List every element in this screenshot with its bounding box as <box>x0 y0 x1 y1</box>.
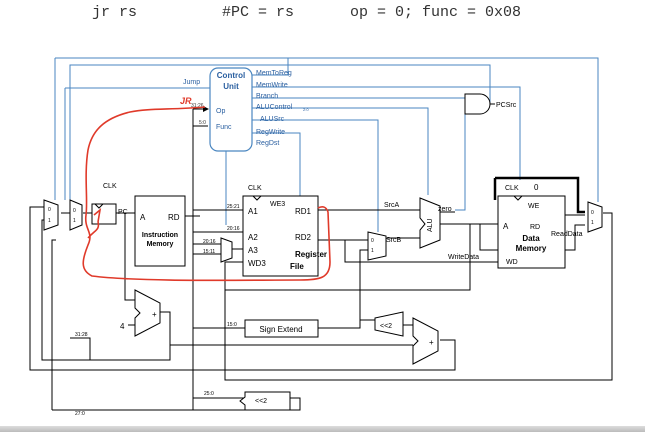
out-memwrite: MemWrite <box>256 82 288 89</box>
bits-20-16-b: 20:16 <box>203 239 216 245</box>
heading-comment: #PC = rs <box>222 4 295 21</box>
rf-a3: A3 <box>248 246 258 255</box>
control-func-label: Func <box>216 124 232 131</box>
pc-mux-2 <box>69 199 83 231</box>
branch-adder <box>412 317 439 365</box>
pc-label: PC <box>118 209 128 216</box>
dm-rd: RD <box>530 224 540 231</box>
mem-mux-1: 1 <box>591 220 594 226</box>
sign-extend-label: Sign Extend <box>259 325 302 334</box>
pc-mux2-1: 1 <box>73 218 76 224</box>
pc-mux1-1: 1 <box>48 218 51 224</box>
out-alucontrol: ALUControl <box>256 104 293 111</box>
rf-rd1: RD1 <box>295 207 312 216</box>
regdst-mux <box>220 237 233 263</box>
shift2b-label: <<2 <box>255 398 267 405</box>
srcb-label: SrcB <box>386 237 402 244</box>
register-file <box>242 195 319 277</box>
jump-label: Jump <box>183 79 200 86</box>
srca-label: SrcA <box>384 202 400 209</box>
pcsrc-label: PCSrc <box>496 102 517 109</box>
bits-15-0: 15:0 <box>227 322 237 328</box>
dm-a: A <box>503 222 509 231</box>
bits-25-0: 25:0 <box>204 391 214 397</box>
shift-left-branch <box>374 311 404 337</box>
zero-label: zero <box>438 206 452 213</box>
srcb-mux-0: 0 <box>371 238 374 244</box>
four-label: 4 <box>120 322 125 331</box>
rf-title1: Register <box>295 250 327 259</box>
dm-wd: WD <box>506 259 518 266</box>
heading-fields: op = 0; func = 0x08 <box>350 4 522 21</box>
srcb-mux-1: 1 <box>371 248 374 254</box>
adder1-plus: + <box>152 310 157 319</box>
pc-mux-1 <box>43 199 59 231</box>
op-bits-label: 31:26 <box>191 103 204 109</box>
bits-27-0: 27:0 <box>75 411 85 417</box>
pc-mux2-0: 0 <box>73 208 76 214</box>
sign-extend <box>244 319 319 338</box>
imem-a: A <box>140 213 146 222</box>
adder2-plus: + <box>429 338 434 347</box>
imem-rd: RD <box>168 213 180 222</box>
rf-wd3: WD3 <box>248 259 266 268</box>
alu-label: ALU <box>427 218 434 232</box>
srcb-mux <box>367 231 387 261</box>
out-alusrc: ALUSrc <box>260 116 285 123</box>
rf-we3: WE3 <box>270 201 285 208</box>
rf-title2: File <box>290 262 304 271</box>
control-unit-title1: Control <box>217 71 245 80</box>
bits-31-28: 31:28 <box>75 332 88 338</box>
dm-memwrite-0: 0 <box>534 183 539 192</box>
instruction-memory <box>134 195 186 267</box>
bits-25-21: 25:21 <box>227 204 240 210</box>
pc-clk-label: CLK <box>103 183 117 190</box>
writedata-label: WriteData <box>448 254 479 261</box>
jr-annotation-path <box>82 106 331 282</box>
rf-a1: A1 <box>248 207 258 216</box>
dm-clk-label: CLK <box>505 185 519 192</box>
alu <box>419 197 441 249</box>
datapath-wires <box>29 106 613 411</box>
dm-we: WE <box>528 203 540 210</box>
imem-title2: Memory <box>147 241 174 248</box>
control-unit-title2: Unit <box>223 82 239 91</box>
dm-title2: Memory <box>516 244 547 253</box>
and-gate <box>464 93 491 115</box>
control-op-label: Op <box>216 108 225 115</box>
shift-left-jump <box>239 391 291 411</box>
func-bits-label: 5:0 <box>199 120 206 126</box>
out-regdst: RegDst <box>256 140 279 147</box>
data-memory <box>497 195 566 269</box>
memtoreg-mux <box>587 201 603 233</box>
out-branch: Branch <box>256 93 278 100</box>
control-outputs: MemToReg MemWrite Branch ALUControl 2:0 … <box>256 70 309 147</box>
control-unit <box>209 67 253 152</box>
jr-note: JR <box>180 96 192 106</box>
out-alucontrol-bits: 2:0 <box>303 107 309 112</box>
heading-instruction: jr rs <box>92 4 138 21</box>
imem-title1: Instruction <box>142 232 178 239</box>
out-regwrite: RegWrite <box>256 129 285 136</box>
pc-mux1-0: 0 <box>48 207 51 213</box>
thick-wires <box>493 176 585 214</box>
bits-15-11: 15:11 <box>203 249 215 255</box>
rf-clk-label: CLK <box>248 185 262 192</box>
shift2a-label: <<2 <box>380 323 392 330</box>
out-memtoreg: MemToReg <box>256 70 292 77</box>
pc-plus4-adder <box>134 289 161 337</box>
rf-a2: A2 <box>248 233 258 242</box>
rf-rd2: RD2 <box>295 233 312 242</box>
mem-mux-0: 0 <box>591 210 594 216</box>
dm-title1: Data <box>522 234 540 243</box>
bottom-strip <box>0 426 645 432</box>
bits-20-16: 20:16 <box>227 226 240 232</box>
readdata-label: ReadData <box>551 231 583 238</box>
